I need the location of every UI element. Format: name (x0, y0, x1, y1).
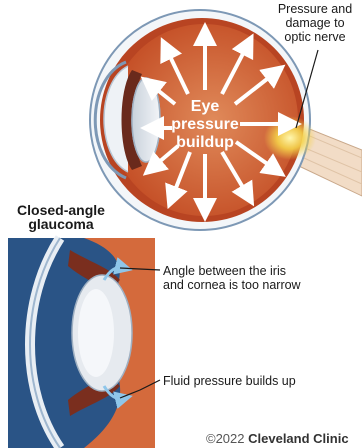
optic-nerve-callout: Pressure and damage to optic nerve (266, 2, 362, 44)
closed-angle-inset (8, 238, 155, 448)
angle-callout: Angle between the iris and cornea is too… (163, 264, 359, 292)
callout-line1: Pressure and (266, 2, 362, 16)
fluid-callout: Fluid pressure builds up (163, 374, 359, 388)
callout-line2: damage to (266, 16, 362, 30)
eye-pressure-label: Eye pressure buildup (150, 98, 260, 152)
eye-label-line2: pressure (150, 116, 260, 134)
closed-title-line2: glaucoma (6, 217, 116, 231)
callout-line3: optic nerve (266, 30, 362, 44)
angle-line2: and cornea is too narrow (163, 278, 359, 292)
copyright-credit: ©2022 Cleveland Clinic (206, 431, 362, 447)
credit-brand: Cleveland Clinic (248, 431, 348, 446)
closed-title-line1: Closed-angle (6, 203, 116, 217)
credit-prefix: ©2022 (206, 431, 248, 446)
closed-angle-title: Closed-angle glaucoma (6, 203, 116, 231)
eye-label-line1: Eye (150, 98, 260, 116)
eye-label-line3: buildup (150, 134, 260, 152)
angle-line1: Angle between the iris (163, 264, 359, 278)
